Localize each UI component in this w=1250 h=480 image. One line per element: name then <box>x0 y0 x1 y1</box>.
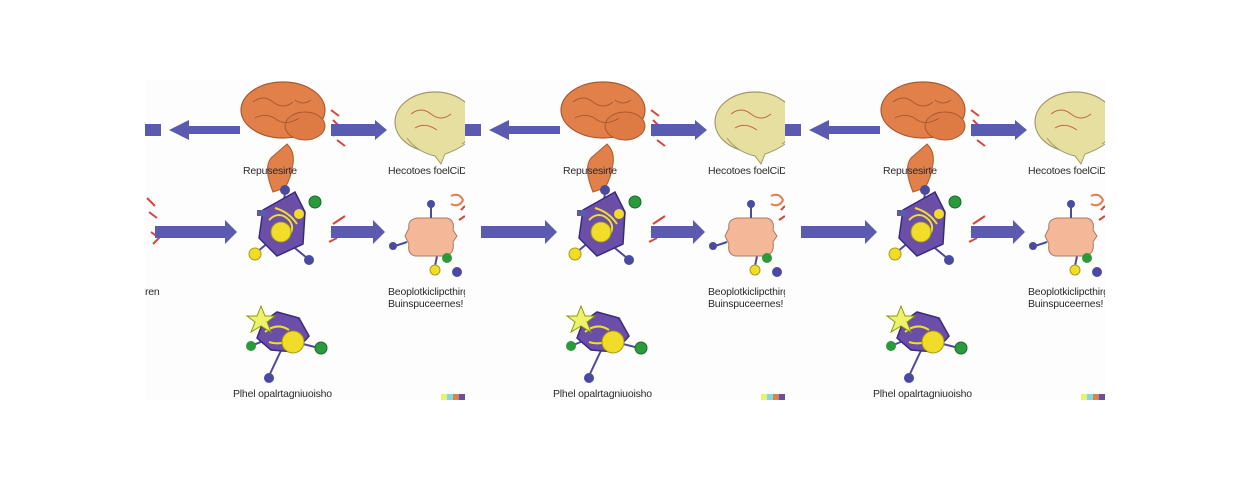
arrow-right-icon <box>155 220 237 244</box>
cut-left-label: ren <box>145 286 160 298</box>
panel-2-artwork <box>465 81 785 400</box>
pale-brain-icon <box>394 91 465 166</box>
arrow-right-icon <box>785 124 801 136</box>
purple-cell-icon <box>248 185 322 265</box>
diagram-strip: Repusesirte Hecotoes foelCiD ren Beoplot… <box>145 80 1105 400</box>
panel-1-artwork <box>145 81 465 400</box>
peach-cell-icon <box>389 193 465 277</box>
orange-brain-icon <box>880 81 966 193</box>
brain-left-label: Repusesirte <box>883 165 937 177</box>
brain-left-label: Repusesirte <box>243 165 297 177</box>
arrow-right-icon <box>651 120 707 140</box>
cell-right-label-line2: Buinspuceernes! <box>708 298 784 310</box>
arrow-right-icon <box>971 120 1027 140</box>
orange-brain-icon <box>240 81 326 193</box>
arrow-left-icon <box>169 120 240 140</box>
cell-right-label-line1: Beoplotkiclipcthirgen <box>388 286 465 298</box>
pale-brain-icon <box>714 91 785 166</box>
peach-cell-icon <box>709 193 785 277</box>
brain-right-label: Hecotoes foelCiD <box>708 165 785 177</box>
arrow-right-icon <box>651 220 705 244</box>
molecule-label: Plhel opalrtagniuoisho <box>233 388 332 400</box>
arrow-right-icon <box>801 220 877 244</box>
red-marks-icon <box>778 205 785 221</box>
cell-right-label-line2: Buinspuceernes! <box>388 298 464 310</box>
molecule-icon <box>565 304 648 383</box>
arrow-left-icon <box>489 120 560 140</box>
red-marks-icon <box>1098 205 1105 221</box>
orange-brain-icon <box>560 81 646 193</box>
red-marks-icon <box>458 205 465 221</box>
arrow-right-icon <box>331 120 387 140</box>
molecule-icon <box>885 304 968 383</box>
brain-right-label: Hecotoes foelCiD <box>388 165 465 177</box>
arrow-right-icon <box>145 124 161 136</box>
purple-cell-icon <box>888 185 962 265</box>
panel-3-artwork <box>785 81 1105 400</box>
arrow-right-icon <box>481 220 557 244</box>
diagram-panel-2: Repusesirte Hecotoes foelCiD Beoplotkicl… <box>465 80 785 400</box>
molecule-label: Plhel opalrtagniuoisho <box>873 388 972 400</box>
molecule-icon <box>245 304 328 383</box>
arrow-right-icon <box>971 220 1025 244</box>
color-bar-icon <box>1081 394 1105 400</box>
arrow-left-icon <box>809 120 880 140</box>
brain-left-label: Repusesirte <box>563 165 617 177</box>
cell-right-label-line1: Beoplotkiclipcthirgen <box>1028 286 1105 298</box>
color-bar-icon <box>441 394 465 400</box>
diagram-panel-3: Repusesirte Hecotoes foelCiD Beoplotkicl… <box>785 80 1105 400</box>
peach-cell-icon <box>1029 193 1105 277</box>
cell-right-label-line2: Buinspuceernes! <box>1028 298 1104 310</box>
purple-cell-icon <box>568 185 642 265</box>
brain-right-label: Hecotoes foelCiD <box>1028 165 1105 177</box>
arrow-right-icon <box>465 124 481 136</box>
pale-brain-icon <box>1034 91 1105 166</box>
molecule-label: Plhel opalrtagniuoisho <box>553 388 652 400</box>
diagram-panel-1: Repusesirte Hecotoes foelCiD ren Beoplot… <box>145 80 465 400</box>
color-bar-icon <box>761 394 785 400</box>
arrow-right-icon <box>331 220 385 244</box>
cell-right-label-line1: Beoplotkiclipcthirgen <box>708 286 785 298</box>
